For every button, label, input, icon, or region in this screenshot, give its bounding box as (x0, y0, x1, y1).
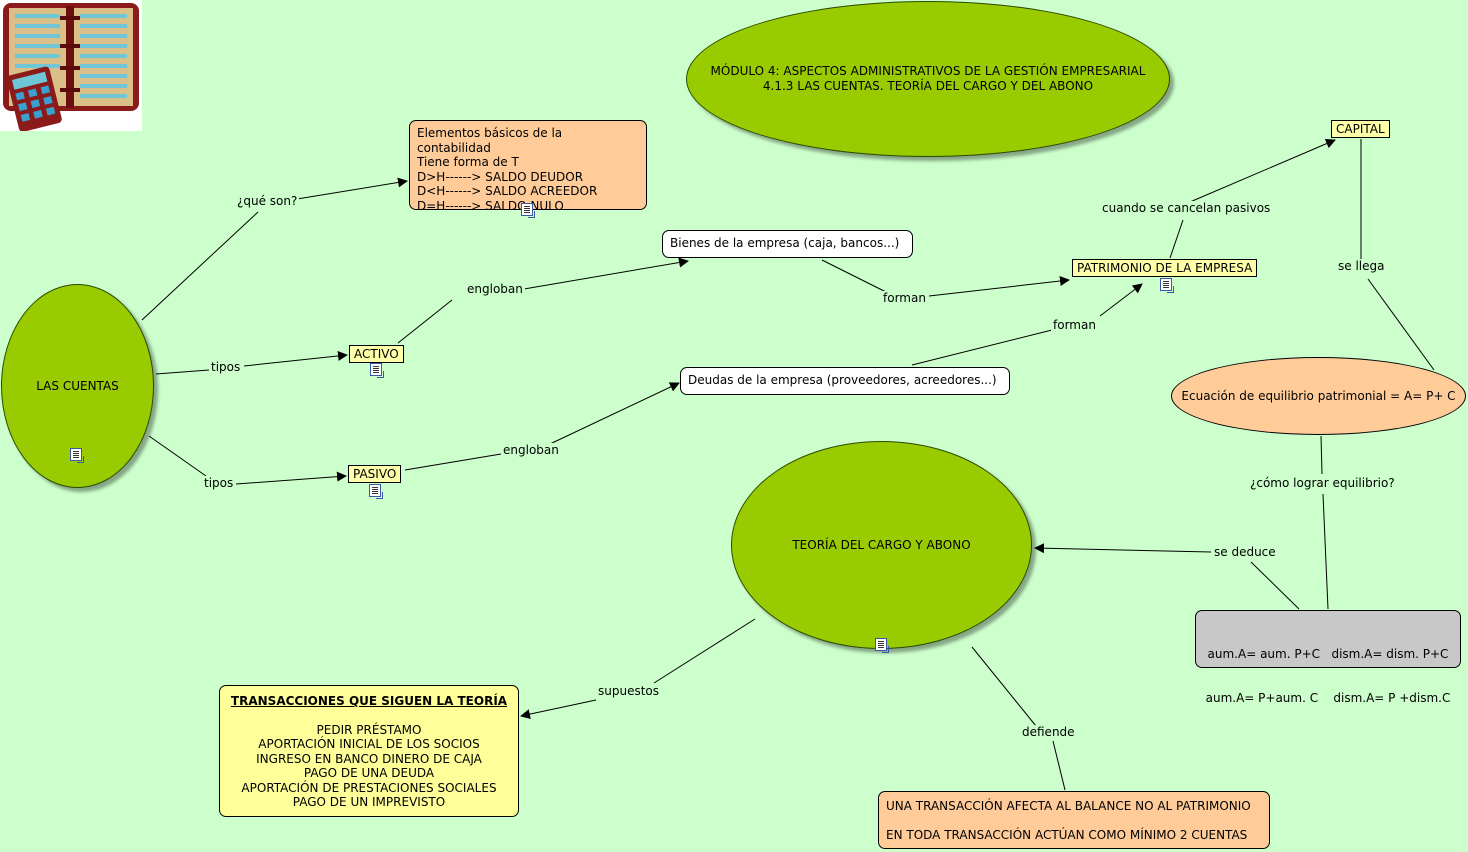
principio-line: UNA TRANSACCIÓN AFECTA AL BALANCE NO AL … (886, 799, 1251, 813)
patrimonio-node[interactable]: PATRIMONIO DE LA EMPRESA (1072, 259, 1258, 277)
line-supuestos-transacciones (520, 699, 597, 720)
deudas-label: Deudas de la empresa (proveedores, acree… (688, 373, 997, 387)
link-label-tipos: tipos (202, 476, 236, 491)
line-engloban-deudas (549, 382, 680, 445)
activo-node[interactable]: ACTIVO (349, 345, 404, 363)
module-title-line2: 4.1.3 LAS CUENTAS. TEORÍA DEL CARGO Y DE… (762, 79, 1094, 93)
elementos-line: D<H------> SALDO ACREEDOR (417, 184, 598, 198)
pasivo-node[interactable]: PASIVO (348, 465, 402, 483)
line-engloban-bienes (523, 257, 689, 290)
link-label-supuestos: supuestos (596, 684, 662, 699)
link-label-defiende: defiende (1020, 725, 1077, 740)
line-pasivo-engloban (404, 453, 502, 471)
las-cuentas-node[interactable]: LAS CUENTAS (1, 284, 154, 488)
line-cuando-capital (1189, 138, 1336, 203)
formula-line: aum.A= aum. P+C dism.A= dism. P+C (1207, 647, 1449, 661)
activo-label: ACTIVO (354, 347, 399, 361)
principios-node[interactable]: UNA TRANSACCIÓN AFECTA AL BALANCE NO AL … (878, 791, 1270, 849)
transacciones-node[interactable]: TRANSACCIONES QUE SIGUEN LA TEORÍA PEDIR… (219, 685, 519, 817)
transaccion-item: INGRESO EN BANCO DINERO DE CAJA (256, 751, 482, 766)
principio-line: EN TODA TRANSACCIÓN ACTÚAN COMO MÍNIMO 2… (886, 827, 1248, 842)
link-label-se-deduce: se deduce (1212, 545, 1278, 560)
link-label-engloban: engloban (465, 282, 525, 297)
document-icon[interactable] (70, 448, 84, 463)
line-teoria-defiende (971, 646, 1037, 727)
link-label-como: ¿cómo lograr equilibrio? (1248, 476, 1397, 491)
line-defiende-principios (1052, 740, 1066, 791)
line-deudas-forman (911, 329, 1053, 366)
line-activo-engloban (397, 299, 453, 344)
document-icon[interactable] (1160, 278, 1174, 293)
line-patrimonio-cuando (1169, 219, 1184, 259)
line-ecuacion-como (1320, 435, 1323, 475)
accounting-book-icon (0, 0, 142, 132)
line-cuentas-que-son (141, 211, 259, 321)
module-title-node[interactable]: MÓDULO 4: ASPECTOS ADMINISTRATIVOS DE LA… (686, 1, 1170, 157)
las-cuentas-label: LAS CUENTAS (36, 379, 119, 393)
link-label-forman: forman (1051, 318, 1098, 333)
bienes-label: Bienes de la empresa (caja, bancos...) (670, 236, 900, 250)
teoria-node[interactable]: TEORÍA DEL CARGO Y ABONO (731, 441, 1032, 649)
capital-node[interactable]: CAPITAL (1331, 120, 1390, 138)
line-se-deduce-teoria (1034, 543, 1212, 554)
ecuacion-node[interactable]: Ecuación de equilibrio patrimonial = A= … (1171, 357, 1466, 435)
formula-line: aum.A= P+aum. C dism.A= P +dism.C (1205, 690, 1451, 705)
transacciones-heading: TRANSACCIONES QUE SIGUEN LA TEORÍA (230, 694, 508, 708)
link-label-engloban: engloban (501, 443, 561, 458)
ecuacion-label: Ecuación de equilibrio patrimonial = A= … (1181, 389, 1456, 403)
elementos-line: Tiene forma de T (417, 155, 519, 169)
line-se-llega-ecuacion (1367, 278, 1435, 371)
bienes-node[interactable]: Bienes de la empresa (caja, bancos...) (662, 230, 913, 258)
module-title-line1: MÓDULO 4: ASPECTOS ADMINISTRATIVOS DE LA… (710, 64, 1146, 78)
line-forman-patrimonio (928, 276, 1070, 297)
capital-label: CAPITAL (1336, 122, 1385, 136)
transaccion-item: PAGO DE UNA DEUDA (303, 766, 435, 780)
line-que-son-elementos (296, 177, 408, 200)
transaccion-item: PAGO DE UN IMPREVISTO (292, 795, 446, 809)
line-teoria-supuestos (653, 618, 756, 684)
document-icon[interactable] (370, 363, 384, 378)
line-formulas-se-deduce (1250, 561, 1300, 610)
transaccion-item: APORTACIÓN INICIAL DE LOS SOCIOS (258, 737, 480, 751)
elementos-line: Elementos básicos de la contabilidad (417, 126, 563, 155)
transaccion-item: APORTACIÓN DE PRESTACIONES SOCIALES (241, 780, 497, 795)
formulas-node[interactable]: aum.A= aum. P+C dism.A= dism. P+C aum.A=… (1195, 610, 1461, 705)
line-forman-patrimonio2 (1099, 283, 1143, 317)
link-label-se-llega: se llega (1336, 259, 1387, 274)
transaccion-item: PEDIR PRÉSTAMO (316, 722, 422, 737)
pasivo-label: PASIVO (353, 467, 397, 481)
elementos-node[interactable]: Elementos básicos de la contabilidad Tie… (409, 120, 647, 213)
link-label-tipos: tipos (209, 360, 243, 375)
line-tipos2-pasivo (235, 471, 347, 485)
document-icon[interactable] (521, 203, 535, 218)
line-bienes-forman (821, 259, 889, 294)
line-cuentas-tipos2 (148, 435, 207, 477)
link-label-que-son: ¿qué son? (235, 194, 300, 209)
patrimonio-label: PATRIMONIO DE LA EMPRESA (1077, 261, 1253, 275)
line-como-formulas (1322, 493, 1329, 610)
line-cuentas-tipos1 (155, 369, 210, 375)
deudas-node[interactable]: Deudas de la empresa (proveedores, acree… (680, 367, 1010, 395)
line-tipos1-activo (243, 350, 348, 367)
link-label-cuando: cuando se cancelan pasivos (1100, 201, 1273, 216)
link-label-forman: forman (881, 291, 928, 306)
teoria-label: TEORÍA DEL CARGO Y ABONO (792, 538, 971, 552)
document-icon[interactable] (875, 638, 889, 653)
elementos-line: D>H------> SALDO DEUDOR (417, 169, 584, 184)
document-icon[interactable] (369, 484, 383, 499)
